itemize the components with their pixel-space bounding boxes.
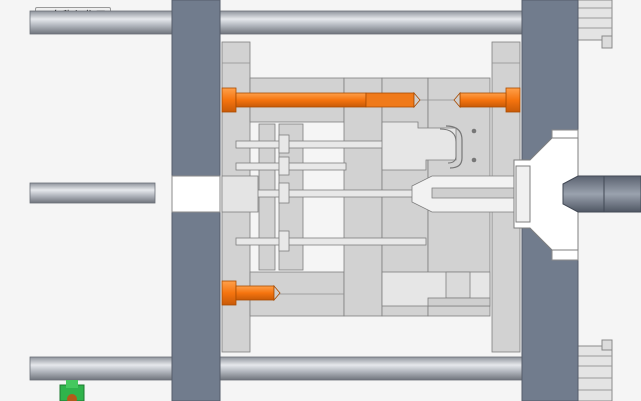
ejector-pin-2 — [235, 162, 347, 171]
pin-head-3 — [278, 182, 290, 204]
ejector-hole — [171, 175, 221, 213]
pin-head-4 — [278, 230, 290, 252]
tie-rod-nut-top — [577, 0, 613, 49]
pin-head-2 — [278, 156, 290, 176]
injection-nozzle — [562, 175, 641, 213]
lower-insert — [381, 271, 491, 307]
moving-platen — [171, 0, 221, 401]
pin-head-1 — [278, 134, 290, 154]
tie-rod-top — [29, 10, 581, 35]
sprue-runner — [411, 175, 521, 213]
locating-ring — [513, 137, 579, 251]
green-knob-icon — [59, 380, 85, 401]
ejector-rod — [29, 182, 156, 204]
tie-rods — [29, 10, 581, 381]
bolt-bottom-left — [221, 280, 281, 306]
core-insert — [381, 121, 477, 171]
clamp-bolts — [221, 87, 521, 306]
bolt-top-left — [221, 87, 421, 113]
bolt-top-right — [453, 87, 521, 113]
tie-rod-bottom — [29, 356, 581, 381]
ejector-pin-4 — [235, 237, 427, 246]
sprue-puller — [221, 175, 259, 213]
ejector-pins — [221, 134, 517, 252]
tie-rod-nut-bottom — [577, 339, 613, 401]
